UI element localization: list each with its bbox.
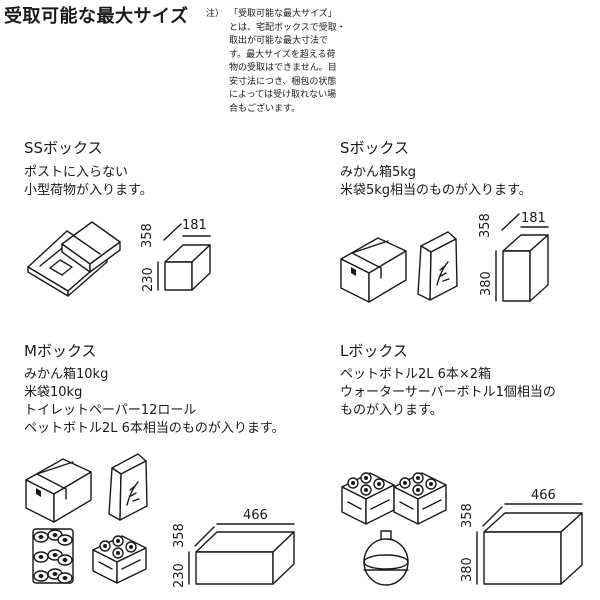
- ss-depth-label: 358: [140, 223, 155, 248]
- rice-bag-icon: [108, 453, 148, 521]
- envelope-package-icon: [27, 221, 121, 297]
- desc-line: ポストに入らない: [24, 165, 129, 180]
- bottle-pack-icon: [92, 535, 147, 584]
- bottle-pack-icon: [393, 472, 447, 525]
- s-depth-label: 358: [478, 213, 493, 238]
- note-line: とは、宅配ボックスで受取・: [229, 22, 346, 33]
- s-box-description: みかん箱5kg 米袋5kg相当のものが入ります。: [340, 164, 532, 200]
- desc-line: ウォーターサーバーボトル1個相当の: [340, 385, 556, 400]
- cardboard-box-icon: [25, 458, 92, 523]
- ss-height-label: 230: [141, 267, 156, 292]
- s-box-name: Sボックス: [340, 139, 410, 157]
- cardboard-box-icon: [340, 237, 407, 303]
- bottle-pack-icon: [341, 472, 395, 525]
- desc-line: 米袋5kg相当のものが入ります。: [340, 183, 532, 198]
- desc-line: ペットボトル2L 6本×2箱: [340, 367, 492, 382]
- page-title: 受取可能な最大サイズ: [4, 6, 189, 27]
- s-height-label: 380: [479, 271, 494, 296]
- ss-dimension-box: [157, 223, 211, 291]
- l-box-name: Lボックス: [340, 342, 408, 360]
- l-box-description: ペットボトル2L 6本×2箱 ウォーターサーバーボトル1個相当の ものが入ります…: [340, 366, 556, 420]
- note-line: 取出が可能な最大寸法で: [229, 36, 329, 46]
- water-server-bottle-icon: [363, 530, 409, 586]
- m-box-name: Mボックス: [24, 342, 97, 360]
- note-body: 「受取可能な最大サイズ」 とは、宅配ボックスで受取・ 取出が可能な最大寸法で す…: [229, 8, 369, 116]
- m-width-label: 466: [243, 508, 268, 523]
- desc-line: ペットボトル2L 6本相当のものが入ります。: [24, 421, 285, 436]
- toilet-paper-icon: [32, 528, 74, 584]
- ss-box-name: SSボックス: [24, 139, 103, 157]
- rice-bag-icon: [417, 231, 458, 301]
- note-line: す。最大サイズを超える荷: [229, 49, 336, 60]
- desc-line: 小型荷物が入ります。: [24, 183, 153, 198]
- l-depth-label: 358: [460, 503, 475, 528]
- l-dimension-box: [476, 503, 583, 585]
- desc-line: トイレットペーパー12ロール: [24, 403, 197, 418]
- note-line: 「受取可能な最大サイズ」: [229, 9, 337, 19]
- s-dimension-box: [495, 213, 549, 302]
- m-height-label: 230: [172, 563, 187, 588]
- note-lead: 注）: [206, 9, 225, 19]
- m-dimension-box: [188, 523, 295, 585]
- desc-line: ものが入ります。: [340, 403, 443, 418]
- ss-width-label: 181: [182, 218, 207, 233]
- note-line: 安寸法につき、梱包の状態: [229, 76, 337, 87]
- desc-line: みかん箱5kg: [340, 165, 417, 180]
- note-line: によっては受け取れない場: [229, 90, 337, 100]
- ss-box-description: ポストに入らない 小型荷物が入ります。: [24, 164, 153, 200]
- desc-line: みかん箱10kg: [24, 367, 109, 382]
- l-height-label: 380: [460, 557, 475, 582]
- m-box-description: みかん箱10kg 米袋10kg トイレットペーパー12ロール ペットボトル2L …: [24, 366, 285, 438]
- desc-line: 米袋10kg: [24, 385, 83, 400]
- s-width-label: 181: [521, 211, 546, 226]
- note-line: 合もございます。: [229, 103, 301, 114]
- note-line: 物の受取はできません。目: [229, 63, 337, 73]
- m-depth-label: 358: [172, 523, 187, 548]
- l-width-label: 466: [531, 488, 556, 503]
